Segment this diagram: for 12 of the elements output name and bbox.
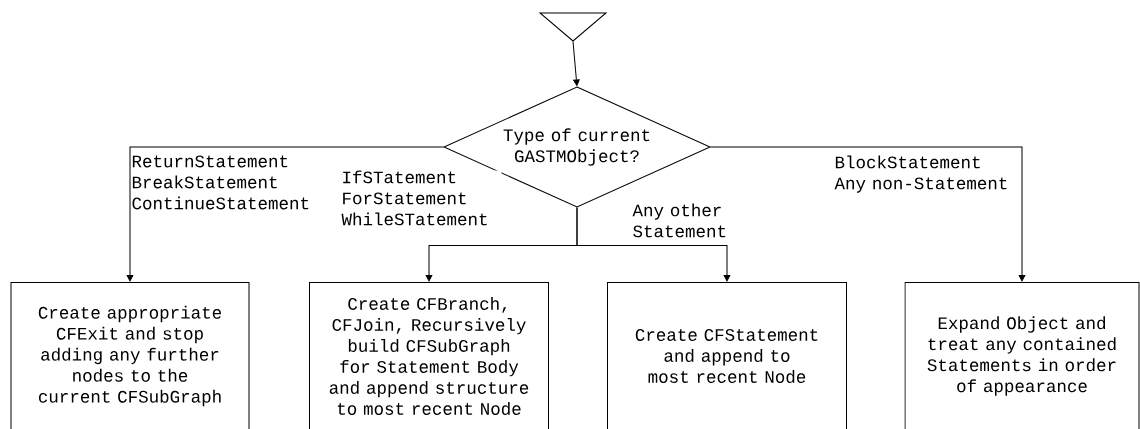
process-box: Create CFBranch, CFJoin, Recursively build CFSubGraph for Statement Body and append structure to most recent Node xyxy=(309,282,549,429)
process-box: Expand Object and treat any contained Statements in order of appearance xyxy=(904,282,1140,429)
edge-label: BlockStatement Any non-Statement xyxy=(834,155,1015,193)
arrow xyxy=(572,41,580,86)
arrow xyxy=(576,207,731,282)
start-triangle xyxy=(539,12,607,42)
arrow xyxy=(710,146,1026,282)
edge-label: ReturnStatement BreakStatement ContinueStatement xyxy=(131,155,312,210)
arrow xyxy=(126,146,444,282)
process-box: Create appropriate CFExit and stop adding any further nodes to the current CFSubGraph xyxy=(10,282,250,429)
edge-label: IfSTatement ForStatement WhileSTatement xyxy=(341,170,502,226)
process-box: Create CFStatement and append to most recent Node xyxy=(607,282,847,429)
